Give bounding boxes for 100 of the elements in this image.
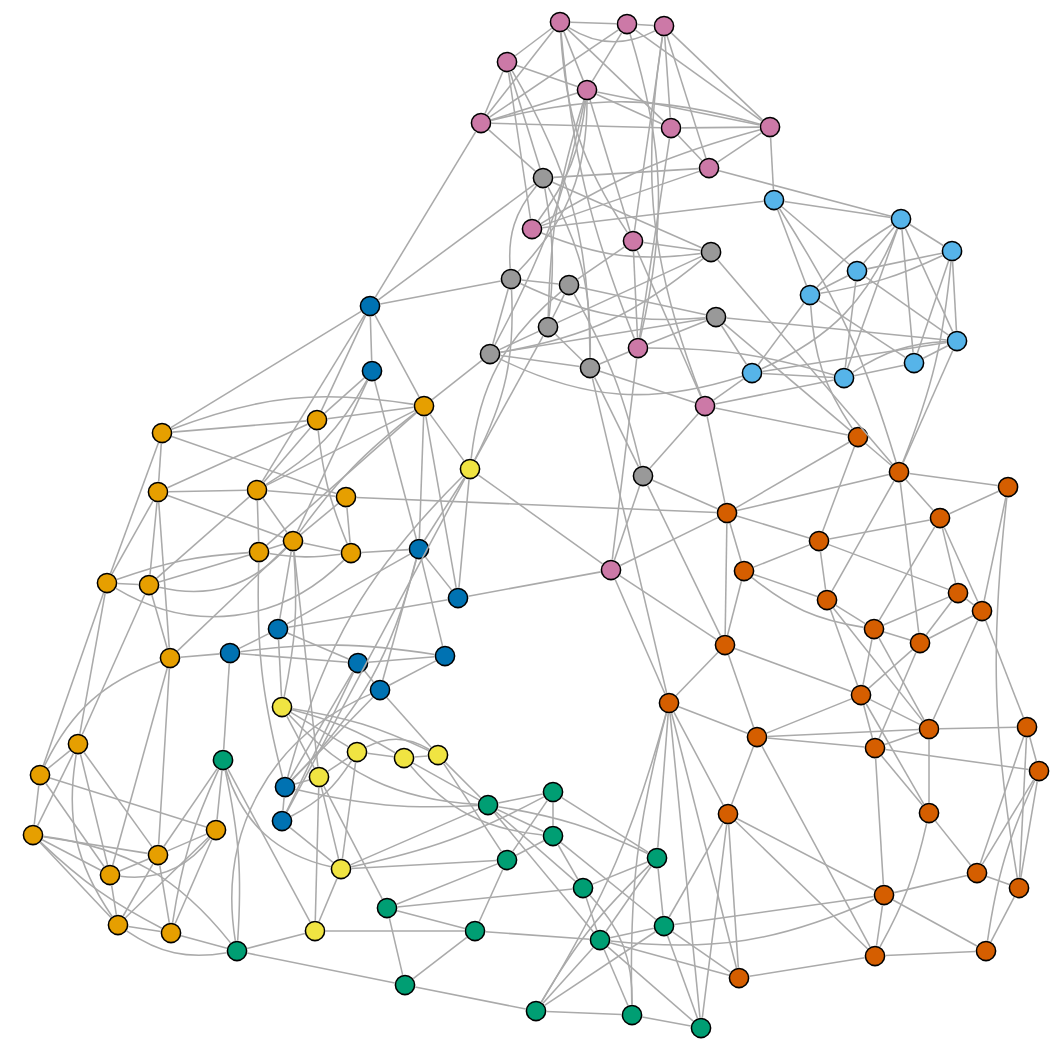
edge-line xyxy=(671,931,732,973)
edge-line xyxy=(646,484,722,637)
edge-line xyxy=(494,99,586,346)
edge-line xyxy=(490,101,761,125)
edge-line xyxy=(158,864,171,924)
edge-line xyxy=(816,223,893,289)
edge-line xyxy=(157,501,171,649)
edge-line xyxy=(865,703,925,805)
edge-line xyxy=(423,476,466,542)
network-node xyxy=(219,642,241,664)
edge-line xyxy=(769,136,775,191)
edge-line xyxy=(225,769,332,868)
edge-line xyxy=(540,128,761,225)
edge-line xyxy=(596,91,761,126)
edge-line xyxy=(286,715,315,769)
edge-line xyxy=(163,767,218,848)
edge-line xyxy=(862,638,873,686)
edge-line xyxy=(261,314,366,482)
edge-line xyxy=(868,649,913,689)
edge-line xyxy=(222,662,231,751)
edge-line xyxy=(493,812,595,933)
edge-line xyxy=(725,317,948,341)
edge-line xyxy=(614,578,666,695)
edge-line xyxy=(176,547,287,652)
edge-line xyxy=(905,478,934,512)
edge-line xyxy=(821,445,856,533)
edge-line xyxy=(288,713,479,806)
edge-line xyxy=(730,745,755,806)
edge-line xyxy=(928,615,974,640)
edge-line xyxy=(149,501,158,576)
edge-line xyxy=(278,550,293,620)
edge-line xyxy=(761,745,871,948)
edge-line xyxy=(706,415,726,504)
edge-line xyxy=(986,779,1036,942)
edge-line xyxy=(541,200,765,229)
edge-line xyxy=(283,550,297,698)
edge-line xyxy=(420,558,444,647)
edge-line xyxy=(81,593,146,736)
edge-line xyxy=(932,619,979,721)
edge-line xyxy=(507,71,532,220)
edge-line xyxy=(497,805,649,855)
network-node xyxy=(579,357,601,379)
network-node xyxy=(627,337,649,359)
edge-line xyxy=(42,835,149,855)
network-node xyxy=(646,847,668,869)
edge-line xyxy=(611,357,638,561)
edge-line xyxy=(79,753,109,866)
edge-line xyxy=(320,786,340,860)
edge-line xyxy=(733,647,853,693)
network-node xyxy=(918,718,940,740)
edge-line xyxy=(43,660,162,767)
edge-line xyxy=(277,638,283,698)
network-node xyxy=(447,587,469,609)
network-node xyxy=(929,507,951,529)
edge-line xyxy=(496,808,545,833)
edge-line xyxy=(490,122,662,129)
edge-line xyxy=(630,712,668,1006)
network-node xyxy=(542,781,564,803)
edge-line xyxy=(412,936,468,980)
edge-line xyxy=(884,731,920,746)
edge-line xyxy=(551,181,703,249)
network-node xyxy=(470,112,492,134)
edge-line xyxy=(302,542,342,552)
edge-line xyxy=(388,660,437,686)
network-node xyxy=(67,733,89,755)
edge-line xyxy=(591,861,649,885)
network-node xyxy=(147,844,169,866)
edge-line xyxy=(832,607,924,722)
edge-line xyxy=(540,232,702,258)
edge-line xyxy=(151,594,168,649)
edge-line xyxy=(488,129,537,172)
edge-line xyxy=(118,858,150,872)
edge-line xyxy=(716,132,763,163)
edge-line xyxy=(663,35,672,119)
edge-line xyxy=(47,749,71,770)
edge-line xyxy=(360,548,410,554)
edge-line xyxy=(323,377,366,414)
edge-line xyxy=(268,552,342,558)
edge-line xyxy=(514,27,553,57)
edge-line xyxy=(585,897,598,931)
edge-line xyxy=(726,580,743,636)
edge-line xyxy=(42,592,105,766)
edge-line xyxy=(231,693,372,942)
edge-line xyxy=(289,826,334,864)
edge-line xyxy=(566,28,665,122)
edge-line xyxy=(291,696,374,781)
edge-line xyxy=(673,895,875,926)
edge-line xyxy=(71,753,113,918)
edge-line xyxy=(36,752,75,827)
edge-line xyxy=(517,99,588,273)
edge-line xyxy=(878,637,925,721)
edge-line xyxy=(180,934,228,950)
edge-line xyxy=(884,950,977,957)
network-node xyxy=(816,589,838,611)
edge-line xyxy=(265,379,368,486)
network-node xyxy=(304,920,326,942)
edge-line xyxy=(576,246,626,280)
edge-line xyxy=(701,823,728,1019)
network-node xyxy=(622,230,644,252)
edge-line xyxy=(902,260,952,464)
